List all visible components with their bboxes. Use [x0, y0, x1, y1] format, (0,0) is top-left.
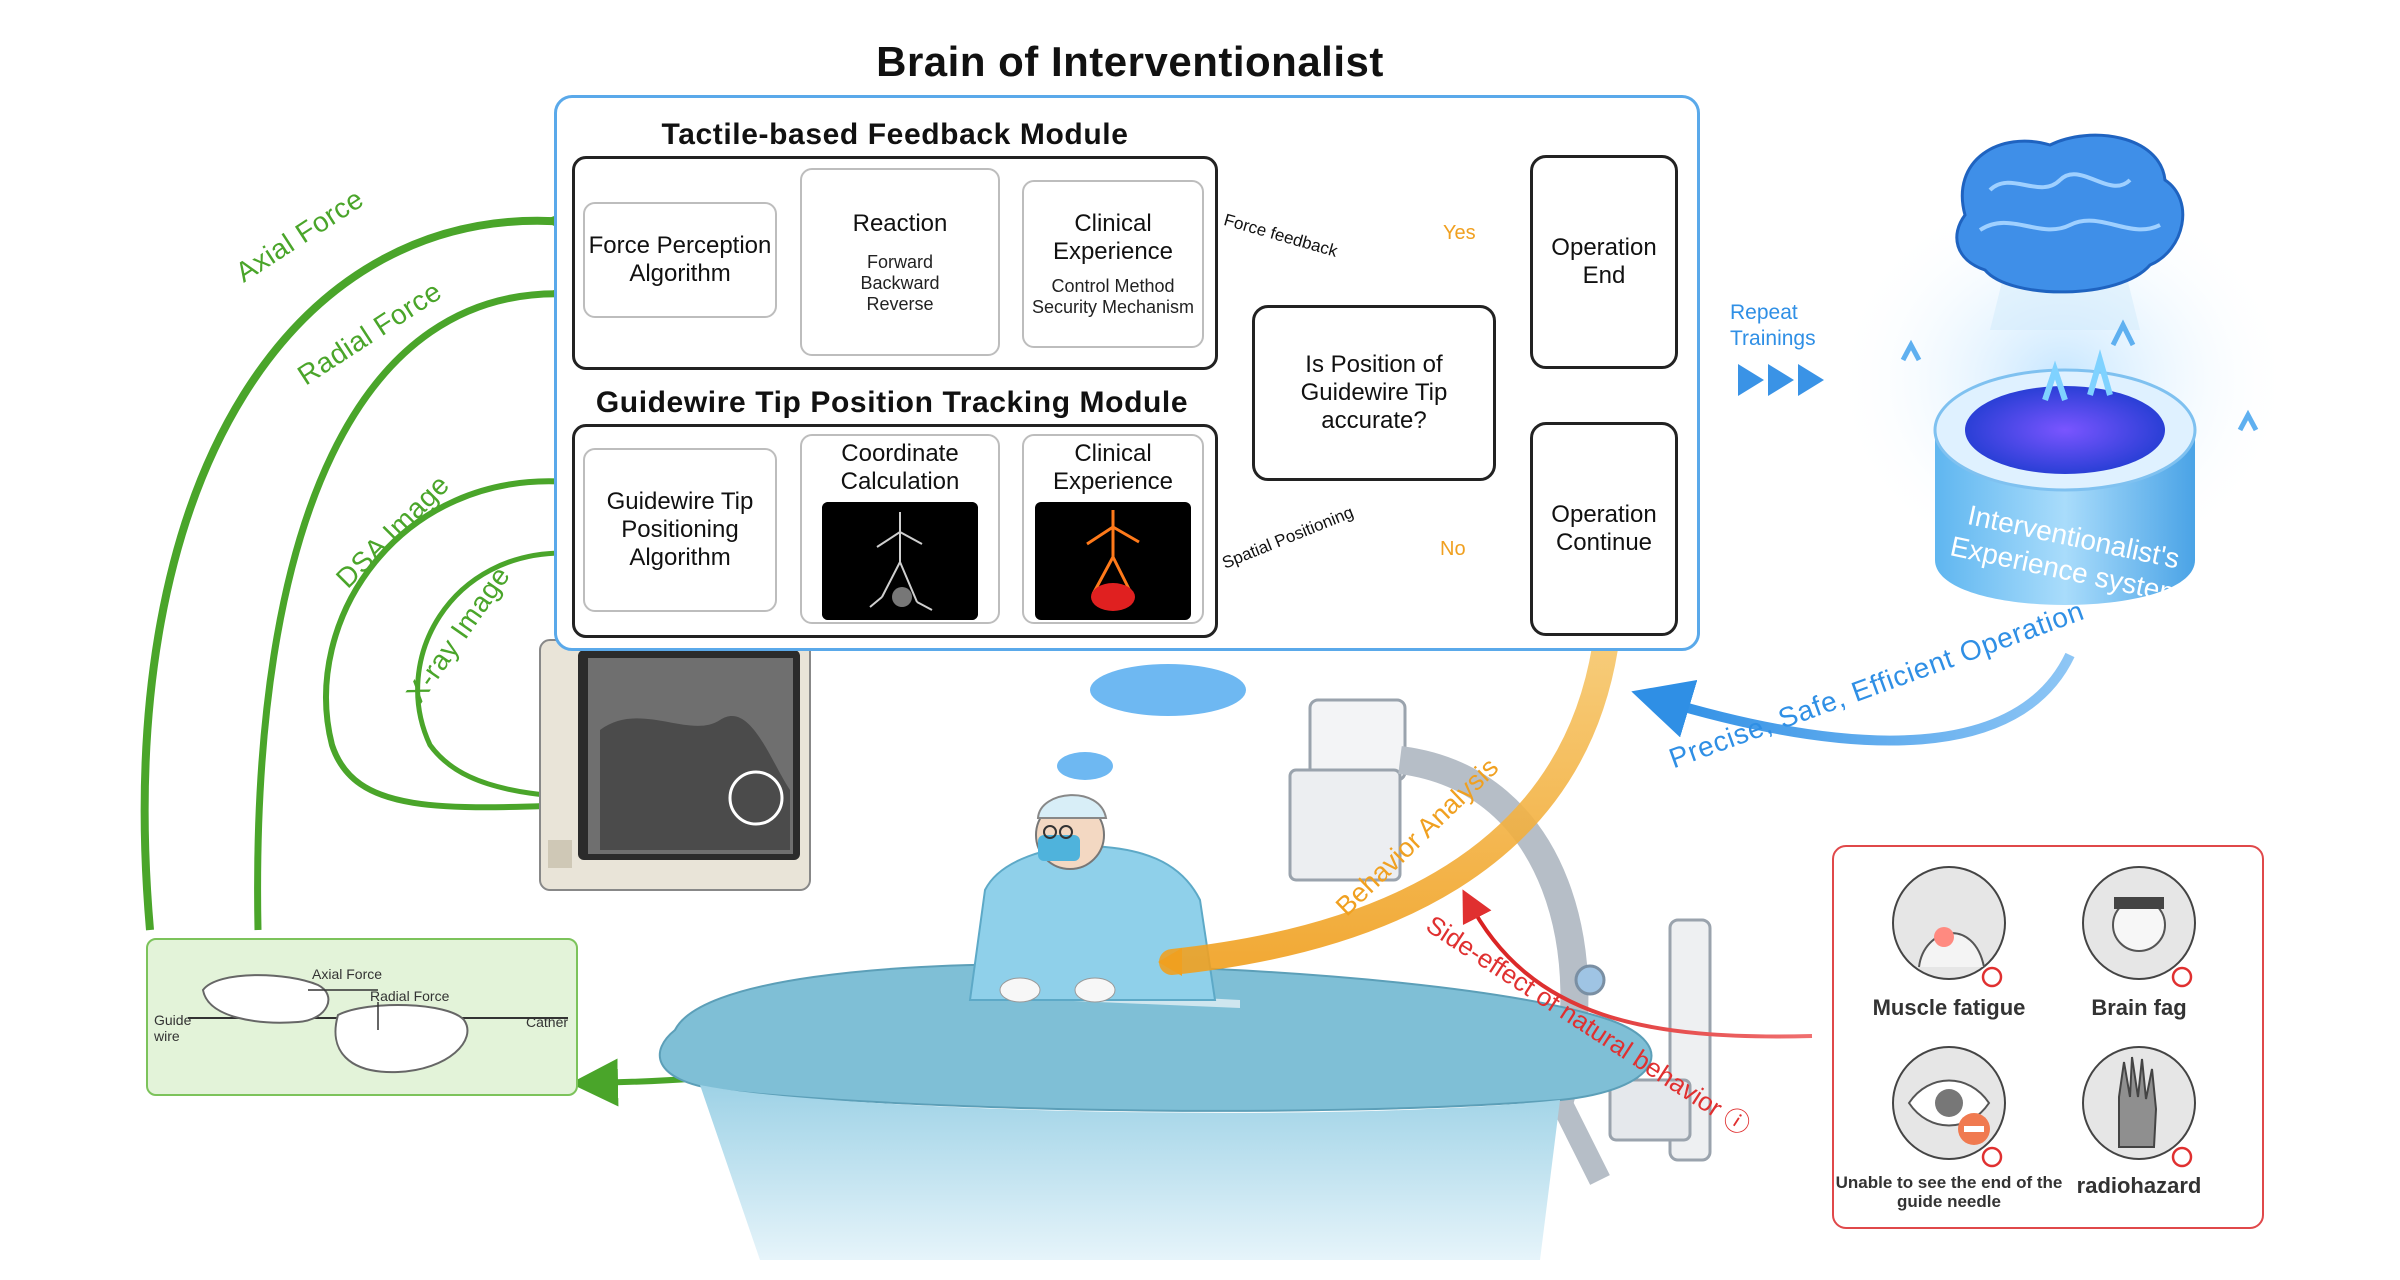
hazard-icons	[1892, 866, 2196, 1168]
unable-to-see-icon	[1892, 1046, 2006, 1168]
doctor	[968, 794, 1217, 1003]
operation-end-label: Operation End	[1551, 234, 1657, 289]
tactile-module-title: Tactile-based Feedback Module	[661, 118, 1129, 151]
hand-axial-force-label: Axial Force	[312, 966, 383, 982]
brain-fag-icon	[2082, 866, 2196, 988]
axial-force-arc	[140, 193, 611, 931]
operating-bed	[659, 963, 1653, 1260]
page-title: Brain of Interventionalist	[876, 38, 1384, 85]
thought-bubble-small	[1057, 752, 1113, 780]
operation-end-box: Operation End	[1530, 155, 1678, 369]
reaction-title: Reaction	[852, 209, 948, 237]
brain-fag-label: Brain fag	[2091, 995, 2187, 1020]
decision-question: Is Position of Guidewire Tip accurate?	[1300, 351, 1448, 434]
radiohazard-label: radiohazard	[2076, 1173, 2202, 1198]
behavior-analysis-arc	[1159, 635, 1618, 975]
clinical-experience-box: Clinical Experience Control Method Secur…	[1022, 180, 1204, 348]
unable-to-see-label: Unable to see the end of the guide needl…	[1835, 1173, 2063, 1211]
reaction-item-backward: Backward	[860, 272, 940, 293]
behavior-analysis-arrowhead	[1158, 948, 1182, 976]
clinical-experience-2-label: Clinical Experience	[1052, 440, 1174, 495]
cather-label: Cather	[526, 1014, 569, 1030]
coordinate-box: Coordinate Calculation	[800, 434, 1000, 624]
operation-continue-box: Operation Continue	[1530, 422, 1678, 636]
experience-system-illustration	[1832, 133, 2292, 605]
radial-force-arc	[254, 267, 605, 931]
force-perception-box: Force Perception Algorithm	[583, 202, 777, 318]
force-perception-label: Force Perception Algorithm	[588, 232, 772, 287]
hand-diagram-panel: Axial Force Radial Force Guide wire Cath…	[146, 938, 578, 1096]
coordinate-label: Coordinate Calculation	[840, 440, 960, 495]
hazard-panel: Muscle fatigue Brain fag Unable to see t…	[1832, 845, 2264, 1229]
clinical-experience-2-box: Clinical Experience	[1022, 434, 1204, 624]
repeat-trainings-arrows	[1738, 364, 1824, 396]
dsa-image-arc	[323, 460, 721, 811]
radiohazard-icon	[2082, 1046, 2196, 1168]
vessel-heatmap-image	[1035, 502, 1191, 620]
positioning-box: Guidewire Tip Positioning Algorithm	[583, 448, 777, 612]
positioning-label: Guidewire Tip Positioning Algorithm	[606, 488, 754, 571]
hands-illustration	[188, 974, 568, 1074]
monitor	[539, 639, 811, 891]
dsa-vessel-image	[822, 502, 978, 620]
reaction-box: Reaction Forward Backward Reverse	[800, 168, 1000, 356]
clinical-experience-title: Clinical Experience	[1052, 210, 1174, 265]
control-method-label: Control Method	[1051, 276, 1175, 296]
decision-box: Is Position of Guidewire Tip accurate?	[1252, 305, 1496, 481]
guide-wire-label: Guide wire	[154, 1012, 192, 1044]
reaction-item-reverse: Reverse	[866, 293, 934, 314]
muscle-fatigue-icon	[1892, 866, 2006, 988]
yes-label: Yes	[1443, 222, 1476, 244]
thought-bubble-large	[1090, 664, 1246, 716]
hand-radial-force-label: Radial Force	[370, 988, 450, 1004]
repeat-trainings-label: Repeat Trainings	[1730, 301, 1816, 350]
precise-operation-arc	[1631, 652, 2075, 746]
operation-continue-label: Operation Continue	[1551, 501, 1657, 556]
no-label: No	[1440, 538, 1466, 560]
security-mechanism-label: Security Mechanism	[1031, 297, 1195, 317]
side-effect-arc	[1462, 889, 1813, 1039]
reaction-item-forward: Forward	[866, 251, 933, 272]
muscle-fatigue-label: Muscle fatigue	[1872, 995, 2026, 1020]
tracking-module-title: Guidewire Tip Position Tracking Module	[595, 386, 1189, 419]
